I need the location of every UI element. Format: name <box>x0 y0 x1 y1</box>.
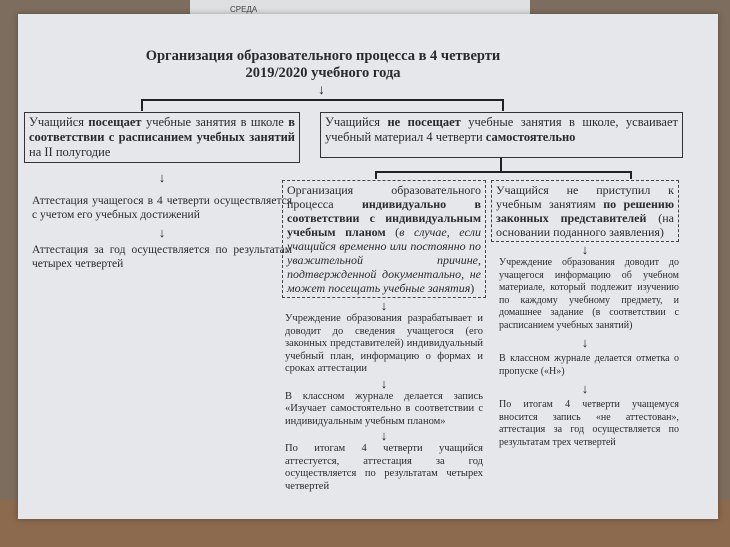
background-paper-label: СРЕДА <box>230 5 258 14</box>
arrow-down-icon: ↓ <box>380 375 388 391</box>
option-a-step-1: Учреждение образования разрабатывает и д… <box>285 313 483 374</box>
connector-line <box>375 171 377 179</box>
connector-line <box>500 158 502 172</box>
parents-decision-box: Учащийся не приступил к учебным занятиям… <box>491 180 679 242</box>
page-title: Организация образовательного процесса в … <box>118 48 528 82</box>
arrow-down-icon: ↓ <box>581 335 589 350</box>
option-b-step-2: В классном журнале делается отметка о пр… <box>499 353 679 377</box>
option-a-step-2: В классном журнале делается запись «Изуч… <box>285 390 483 427</box>
attends-school-box: Учащийся посещает учебные занятия в школ… <box>24 112 300 163</box>
left-branch-column: Учащийся посещает учебные занятия в школ… <box>24 112 300 271</box>
title-line-2: 2019/2020 учебного года <box>245 65 401 81</box>
option-b-column: Учащийся не приступил к учебным занятиям… <box>491 180 679 449</box>
arrow-down-icon: ↓ <box>318 83 325 98</box>
connector-line <box>141 99 503 101</box>
option-a-column: Организация образовательного процесса ин… <box>282 180 486 493</box>
connector-line <box>630 171 632 179</box>
connector-line <box>375 171 631 173</box>
title-line-1: Организация образовательного процесса в … <box>145 48 501 64</box>
arrow-down-icon: ↓ <box>380 428 388 443</box>
connector-line <box>141 99 143 111</box>
left-step-2: Аттестация за год осуществляется по резу… <box>32 244 292 270</box>
left-step-1: Аттестация учащегося в 4 четверти осущес… <box>32 195 292 221</box>
connector-line <box>502 99 504 111</box>
option-b-step-3: По итогам 4 четверти учащемуся вносится … <box>499 399 679 448</box>
individual-plan-box: Организация образовательного процесса ин… <box>282 180 486 298</box>
document-page: Организация образовательного процесса в … <box>18 14 718 519</box>
arrow-down-icon: ↓ <box>581 381 589 396</box>
option-b-step-1: Учреждение образования доводит до учащег… <box>499 257 679 331</box>
option-a-step-3: По итогам 4 четверти учащийся аттестуетс… <box>285 443 483 492</box>
does-not-attend-box: Учащийся не посещает учебные занятия в ш… <box>320 112 683 158</box>
arrow-down-icon: ↓ <box>380 298 388 313</box>
arrow-down-icon: ↓ <box>158 170 166 185</box>
arrow-down-icon: ↓ <box>581 242 589 257</box>
arrow-down-icon: ↓ <box>158 225 166 240</box>
